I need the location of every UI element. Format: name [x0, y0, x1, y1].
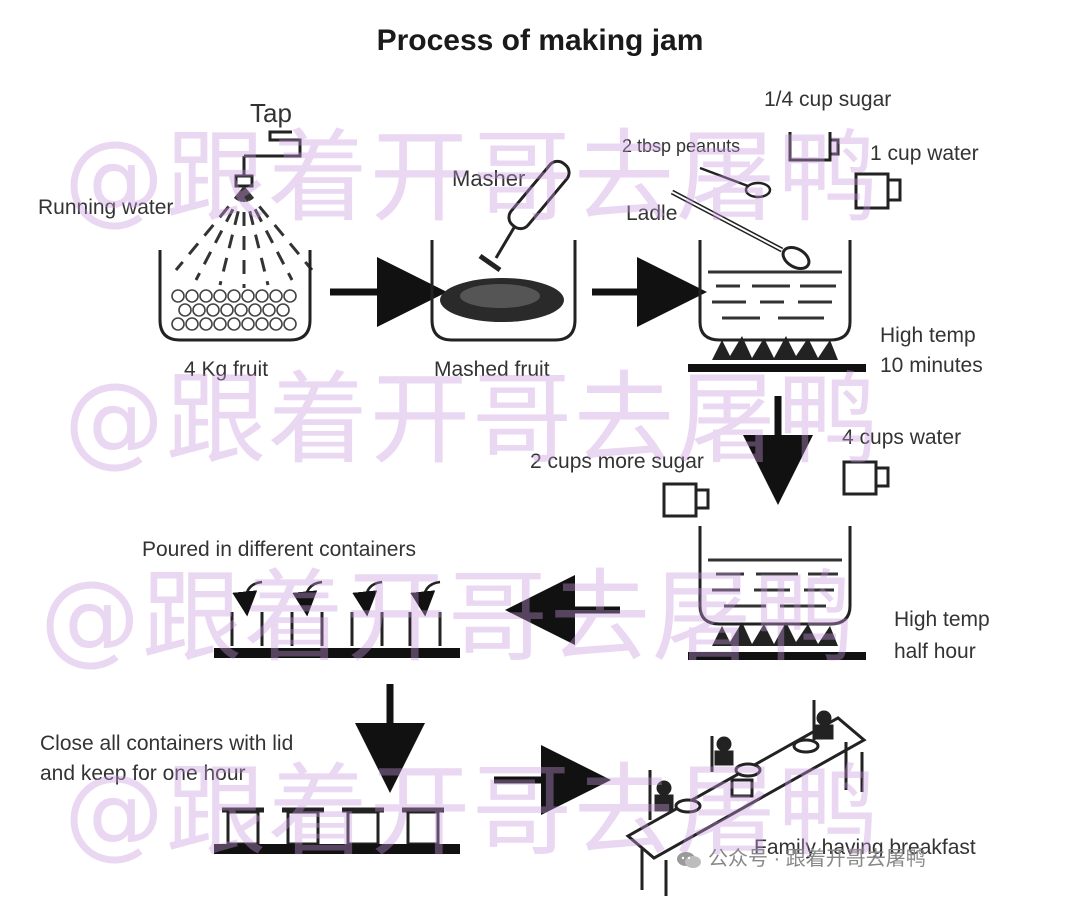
breakfast-table-icon — [625, 716, 867, 896]
shelf-2 — [214, 844, 460, 854]
shelf-1 — [214, 648, 460, 658]
sugar-cup-icon — [788, 132, 840, 162]
tap-icon — [234, 130, 302, 188]
label-more-sugar: 2 cups more sugar — [530, 450, 704, 473]
label-half-hour: half hour — [894, 640, 976, 663]
fruit-bowl-icon — [158, 250, 312, 342]
family-figures-icon — [648, 700, 834, 820]
label-ladle: Ladle — [626, 202, 678, 225]
label-close-line1: Close all containers with lid — [40, 732, 294, 755]
water-cup-icon — [854, 172, 902, 210]
label-fruit: 4 Kg fruit — [184, 358, 269, 381]
label-water-one: 1 cup water — [870, 142, 979, 165]
ladle-icon — [670, 189, 811, 270]
label-tap: Tap — [250, 98, 292, 128]
label-water-four: 4 cups water — [842, 426, 962, 449]
sugar-mug-icon — [662, 482, 710, 518]
cooking-pot-1-icon — [688, 240, 866, 372]
label-masher: Masher — [452, 166, 526, 191]
lidded-containers-icon — [222, 807, 444, 846]
diagram-title: Process of making jam — [376, 24, 704, 57]
label-mashed-fruit: Mashed fruit — [434, 358, 550, 381]
label-close-line2: and keep for one hour — [40, 762, 246, 785]
label-running-water: Running water — [38, 196, 174, 219]
label-peanuts: 2 tbsp peanuts — [622, 136, 741, 156]
label-high-temp-2: High temp — [894, 608, 990, 631]
label-high-temp-1: High temp — [880, 324, 976, 347]
mashed-fruit-bowl-icon — [430, 240, 577, 342]
spoon-icon — [699, 166, 772, 199]
source-credit: 公众号 · 跟着开哥去屠鸭 — [676, 842, 926, 871]
cooking-pot-2-icon — [688, 526, 866, 660]
open-containers-icon — [230, 580, 442, 646]
credit-text: 公众号 · 跟着开哥去屠鸭 — [708, 848, 926, 870]
wechat-icon — [677, 851, 701, 868]
water-mug-icon — [842, 460, 890, 496]
label-sugar-quarter: 1/4 cup sugar — [764, 88, 892, 111]
label-poured: Poured in different containers — [142, 538, 416, 561]
label-family: Family having breakfast — [754, 836, 976, 859]
running-water-icon — [174, 187, 314, 288]
label-ten-minutes: 10 minutes — [880, 354, 983, 377]
masher-icon — [478, 159, 571, 273]
